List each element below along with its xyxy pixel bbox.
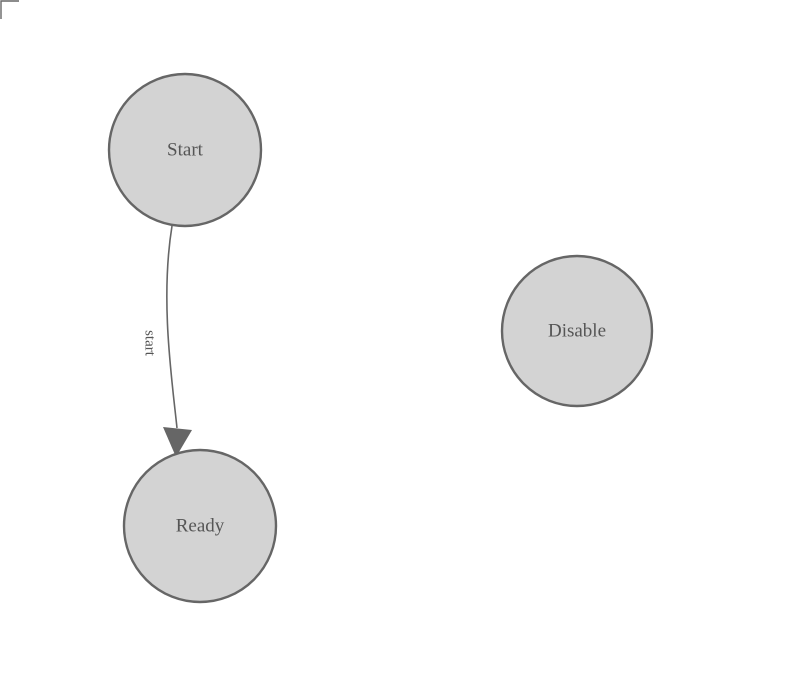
edge-path-start-to-ready bbox=[166, 225, 178, 429]
node-disable[interactable]: Disable bbox=[500, 254, 654, 408]
node-start-label: Start bbox=[167, 139, 204, 160]
arrowhead-icon bbox=[163, 427, 192, 457]
edge-start-to-ready[interactable]: start bbox=[142, 225, 192, 457]
node-start[interactable]: Start bbox=[107, 72, 263, 228]
edge-label-start: start bbox=[142, 330, 158, 357]
node-disable-circle bbox=[500, 254, 654, 408]
node-ready-circle bbox=[122, 448, 278, 604]
node-start-circle bbox=[107, 72, 263, 228]
node-disable-label: Disable bbox=[548, 320, 606, 341]
node-ready-label: Ready bbox=[176, 515, 225, 536]
node-ready[interactable]: Ready bbox=[122, 448, 278, 604]
crop-corner-mark-icon bbox=[0, 0, 19, 19]
